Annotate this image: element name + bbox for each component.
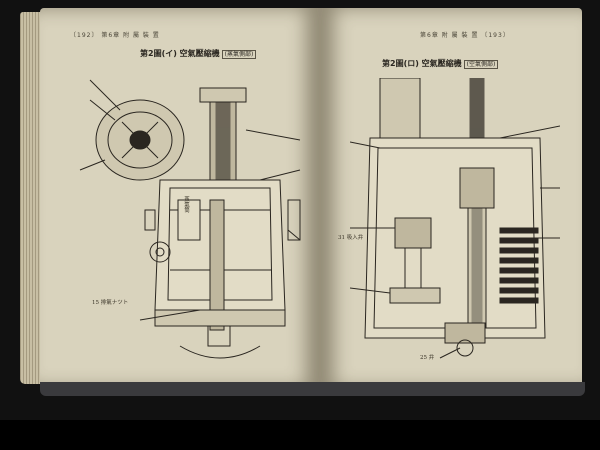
page-edges [20,12,42,384]
left-figure-title: 第2圖(イ) 空氣壓縮機(蒸氣側部) [140,48,257,59]
right-running-head: 第6章 附 屬 裝 置 〔193〕 [420,32,510,39]
label-intake-valve: 31 吸入弁 [338,235,364,241]
left-figure-title-text: 第2圖(イ) 空氣壓縮機 [140,49,220,58]
left-page: 〔192〕 第6章 附 屬 裝 置 第2圖(イ) 空氣壓縮機(蒸氣側部) [40,8,320,388]
label-valve-25: 25 弁 [420,355,435,361]
right-page: 第6章 附 屬 裝 置 〔193〕 第2圖(ロ) 空氣壓縮機(空氣側部) [320,8,582,388]
label-steam-cylinder: 蒸氣筒 [183,196,189,213]
left-figure-subtitle: (蒸氣側部) [221,50,257,59]
right-figure-title-text: 第2圖(ロ) 空氣壓縮機 [382,59,462,68]
steam-side-drawing [60,60,310,380]
air-side-drawing [350,78,560,368]
book-cover-edge [40,382,585,396]
left-running-head: 〔192〕 第6章 附 屬 裝 置 [70,32,160,39]
label-exhaust-nut: 15 排氣ナツト [92,300,129,306]
right-figure-subtitle: (空氣側部) [463,60,499,69]
open-book: 〔192〕 第6章 附 屬 裝 置 第2圖(イ) 空氣壓縮機(蒸氣側部) [0,0,600,420]
right-figure-title: 第2圖(ロ) 空氣壓縮機(空氣側部) [382,58,499,69]
